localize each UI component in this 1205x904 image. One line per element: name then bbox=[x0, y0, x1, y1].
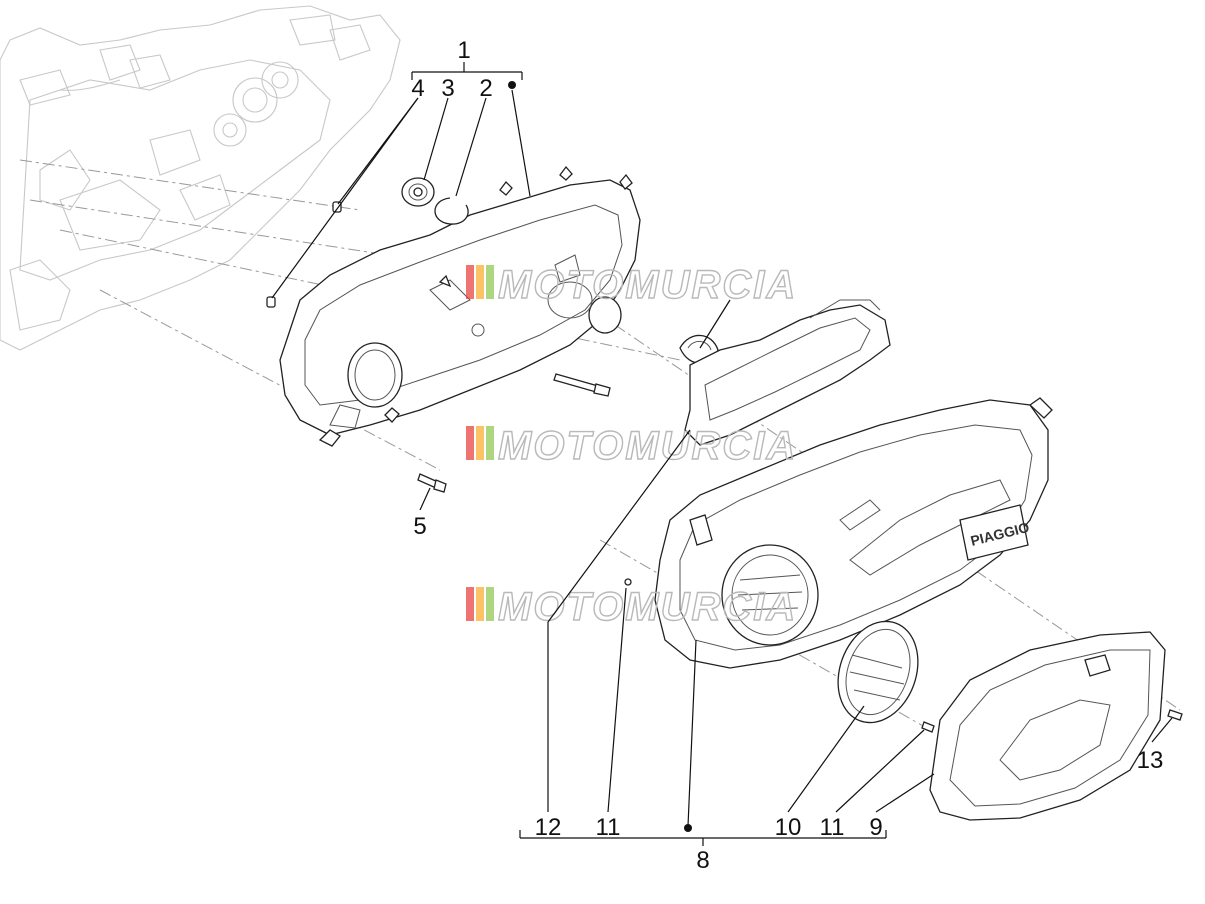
callout-9: 9 bbox=[869, 814, 882, 841]
bracket-dot-bottom bbox=[684, 824, 692, 832]
callout-10: 10 bbox=[775, 814, 802, 841]
bracket-dot-top bbox=[508, 81, 516, 89]
callout-8: 8 bbox=[696, 847, 709, 874]
bearing bbox=[401, 177, 435, 207]
vent-grille-ring bbox=[837, 620, 919, 724]
engine-crankcase-ghost bbox=[0, 5, 401, 351]
inner-transmission-cover bbox=[279, 165, 641, 447]
callout-2: 2 bbox=[479, 75, 492, 102]
callout-4: 4 bbox=[411, 75, 424, 102]
callout-5: 5 bbox=[413, 513, 426, 540]
outer-decorative-cover bbox=[929, 631, 1166, 821]
callout-11-right: 11 bbox=[820, 814, 845, 841]
callout-leaders bbox=[271, 62, 1173, 846]
watermark-group: MOTOMURCIA MOTOMURCIA MOTOMURCIA bbox=[466, 262, 797, 630]
dowel-pin-pair bbox=[266, 201, 342, 308]
watermark-logo-top: MOTOMURCIA bbox=[466, 262, 797, 308]
callout-13: 13 bbox=[1137, 747, 1164, 774]
watermark-text-middle: MOTOMURCIA bbox=[498, 424, 797, 468]
callout-1: 1 bbox=[457, 37, 470, 64]
cover-gasket bbox=[684, 299, 891, 446]
watermark-text-top: MOTOMURCIA bbox=[498, 263, 797, 307]
callout-12: 12 bbox=[535, 814, 562, 841]
watermark-text-bottom: MOTOMURCIA bbox=[498, 585, 797, 629]
watermark-logo-middle: MOTOMURCIA bbox=[466, 423, 797, 469]
callout-labels: 1 4 3 2 5 12 11 10 11 9 8 13 bbox=[411, 37, 1163, 874]
small-screws bbox=[624, 578, 1183, 733]
outer-transmission-cover: PIAGGIO bbox=[654, 397, 1053, 669]
circlip bbox=[434, 197, 469, 225]
watermark-logo-bottom: MOTOMURCIA bbox=[466, 584, 797, 630]
callout-3: 3 bbox=[441, 75, 454, 102]
screw-bolts bbox=[417, 373, 611, 493]
callout-11-left: 11 bbox=[596, 814, 621, 841]
